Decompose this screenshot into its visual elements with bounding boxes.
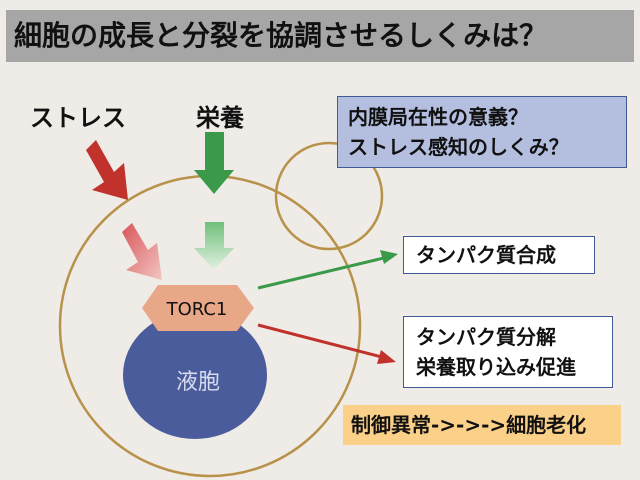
stress-arrow: [86, 140, 128, 200]
nutrient-arrow: [194, 132, 234, 194]
synthesis-arrow: [257, 256, 385, 290]
degradation-line-2: 栄養取り込み促進: [416, 355, 576, 379]
vacuole-label: 液胞: [176, 370, 220, 395]
degradation-box: タンパク質分解 栄養取り込み促進: [403, 316, 613, 388]
stress-label: ストレス: [30, 104, 126, 132]
nutrient-arrow-inner: [194, 222, 234, 270]
vacuole: [123, 311, 267, 439]
torc1-label: TORC1: [166, 299, 228, 320]
nutrient-label: 栄養: [196, 104, 244, 132]
membrane-circle: [274, 141, 384, 251]
torc1-hexagon: [142, 285, 254, 331]
question-line-1: 内膜局在性の意義？: [348, 105, 528, 129]
question-box: 内膜局在性の意義？ ストレス感知のしくみ？: [337, 96, 627, 168]
dysregulation-box: 制御異常->->->細胞老化: [343, 405, 621, 445]
page-title: 細胞の成長と分裂を協調させるしくみは？: [6, 10, 634, 62]
question-line-2: ストレス感知のしくみ？: [348, 135, 569, 159]
protein-synthesis-box: タンパク質合成: [403, 236, 595, 274]
stress-arrow-inner: [122, 223, 162, 280]
degradation-arrow: [257, 323, 383, 359]
degradation-line-1: タンパク質分解: [416, 325, 556, 349]
